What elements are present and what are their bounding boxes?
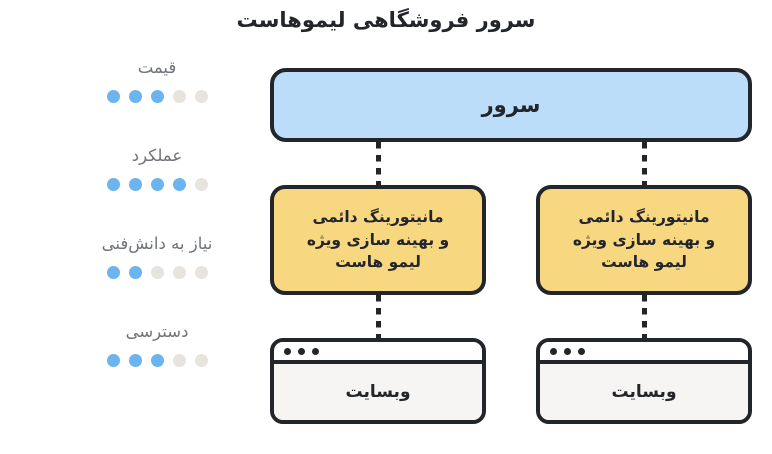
rating-dot: [128, 353, 142, 367]
rating-dot: [128, 89, 142, 103]
connector-monitoring-to-website-right: [642, 295, 647, 339]
rating-dot: [106, 353, 120, 367]
rating-dot: [150, 177, 164, 191]
connector-server-to-monitoring-right: [642, 142, 647, 186]
criterion-label: دسترسی: [125, 322, 189, 341]
rating-dot: [172, 177, 186, 191]
rating-dots-technical-knowledge: [57, 265, 257, 279]
rating-dots-availability: [57, 353, 257, 367]
monitoring-line-1: مانیتورینگ دائمی: [312, 208, 444, 227]
criterion-technical-knowledge: نیاز به دانش‌فنی: [57, 234, 257, 322]
browser-dot-icon: [312, 347, 319, 355]
browser-dot-icon: [298, 347, 305, 355]
node-monitoring-left-label: مانیتورینگ دائمی و بهینه سازی ویژه لیمو …: [299, 206, 457, 273]
browser-content: وبسایت: [540, 364, 748, 420]
criterion-label: قیمت: [137, 58, 177, 77]
browser-dot-icon: [284, 347, 291, 355]
rating-dot: [106, 265, 120, 279]
criterion-label: نیاز به دانش‌فنی: [101, 234, 213, 253]
rating-dots-performance: [57, 177, 257, 191]
node-monitoring-left[interactable]: مانیتورینگ دائمی و بهینه سازی ویژه لیمو …: [270, 185, 486, 295]
monitoring-line-1: مانیتورینگ دائمی: [578, 208, 710, 227]
rating-dot: [150, 89, 164, 103]
rating-dot: [150, 353, 164, 367]
rating-dots-price: [57, 89, 257, 103]
monitoring-line-3: لیمو هاست: [601, 253, 687, 272]
browser-dot-icon: [564, 347, 571, 355]
browser-dot-icon: [550, 347, 557, 355]
rating-dot: [194, 353, 208, 367]
browser-dot-icon: [578, 347, 585, 355]
browser-titlebar: [274, 342, 482, 364]
connector-monitoring-to-website-left: [376, 295, 381, 339]
node-server-label: سرور: [481, 93, 541, 117]
criteria-list: قیمت عملکرد نیاز به دانش‌فنی دست: [57, 58, 257, 410]
criterion-performance: عملکرد: [57, 146, 257, 234]
criterion-label: عملکرد: [131, 146, 183, 165]
page-title: سرور فروشگاهی لیموهاست: [236, 8, 536, 32]
rating-dot: [128, 265, 142, 279]
browser-content: وبسایت: [274, 364, 482, 420]
rating-dot: [106, 89, 120, 103]
node-website-left[interactable]: وبسایت: [270, 338, 486, 424]
browser-titlebar: [540, 342, 748, 364]
rating-dot: [106, 177, 120, 191]
criterion-price: قیمت: [57, 58, 257, 146]
rating-dot: [128, 177, 142, 191]
node-website-right[interactable]: وبسایت: [536, 338, 752, 424]
rating-dot: [150, 265, 164, 279]
monitoring-line-2: و بهینه سازی ویژه: [572, 230, 716, 249]
node-website-left-label: وبسایت: [345, 382, 411, 402]
node-website-right-label: وبسایت: [611, 382, 677, 402]
node-monitoring-right-label: مانیتورینگ دائمی و بهینه سازی ویژه لیمو …: [565, 206, 723, 273]
rating-dot: [172, 89, 186, 103]
monitoring-line-3: لیمو هاست: [335, 253, 421, 272]
rating-dot: [194, 177, 208, 191]
rating-dot: [194, 89, 208, 103]
rating-dot: [172, 353, 186, 367]
rating-dot: [172, 265, 186, 279]
node-monitoring-right[interactable]: مانیتورینگ دائمی و بهینه سازی ویژه لیمو …: [536, 185, 752, 295]
node-server[interactable]: سرور: [270, 68, 752, 142]
connector-server-to-monitoring-left: [376, 142, 381, 186]
criterion-availability: دسترسی: [57, 322, 257, 410]
rating-dot: [194, 265, 208, 279]
monitoring-line-2: و بهینه سازی ویژه: [306, 230, 450, 249]
